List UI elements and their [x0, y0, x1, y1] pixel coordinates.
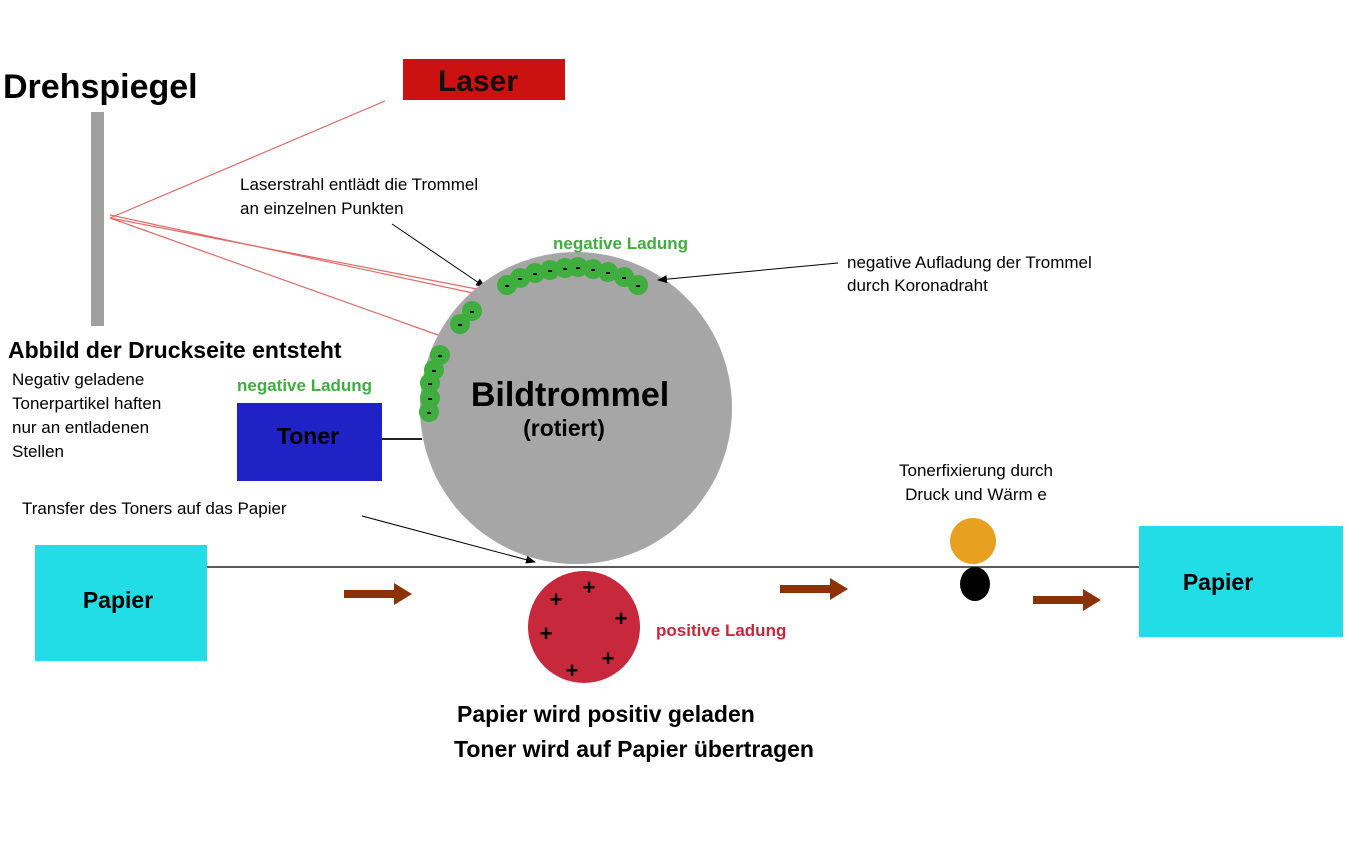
image-forms-label: Abbild der Druckseite entsteht	[8, 337, 342, 363]
toner-label: Toner	[277, 423, 339, 449]
positive-charge-sign: +	[566, 658, 579, 683]
image-drum	[420, 252, 732, 564]
heat-roller	[950, 518, 996, 564]
drum-subtitle: (rotiert)	[523, 415, 605, 441]
toner-note-line4: Stellen	[12, 442, 64, 461]
negative-charge-sign: -	[517, 270, 522, 287]
negative-charge-dot	[598, 262, 618, 282]
negative-charge-dot	[568, 257, 588, 277]
positive-charge-label: positive Ladung	[656, 621, 786, 640]
laser-label: Laser	[438, 65, 518, 98]
negative-charge-sign: -	[532, 265, 537, 282]
positive-charge-signs: ++++++	[540, 575, 628, 683]
paper-right	[1139, 526, 1343, 637]
paper-charged-caption: Papier wird positiv geladen	[457, 701, 755, 727]
negative-charge-dot	[430, 345, 450, 365]
negative-charge-sign: -	[562, 260, 567, 277]
negative-charge-sign: -	[605, 264, 610, 281]
transfer-note-pointer	[361, 515, 536, 564]
negative-charge-sign: -	[457, 316, 462, 333]
negative-charge-sign: -	[621, 269, 626, 286]
laser-beam-incoming	[109, 100, 386, 219]
negative-charge-sign: -	[469, 303, 474, 320]
toner-note-line2: Tonerpartikel haften	[12, 394, 161, 413]
fixing-line1: Tonerfixierung durch	[899, 461, 1053, 480]
positive-charge-sign: +	[615, 606, 628, 631]
laser-note-line1: Laserstrahl entlädt die Trommel	[240, 175, 478, 194]
negative-charge-sign: -	[437, 347, 442, 364]
negative-charge-sign: -	[547, 262, 552, 279]
toner-note-line3: nur an entladenen	[12, 418, 149, 437]
negative-charge-dot	[583, 259, 603, 279]
drum-charging-line1: negative Aufladung der Trommel	[847, 253, 1092, 272]
toner-note-line1: Negativ geladene	[12, 370, 144, 389]
paper-left	[35, 545, 207, 661]
negative-charge-sign: -	[427, 390, 432, 407]
fixing-line2: Druck und Wärm e	[905, 485, 1047, 504]
mirror-title: Drehspiegel	[3, 68, 198, 106]
negative-charge-dot	[450, 314, 470, 334]
negative-charge-dot	[462, 301, 482, 321]
toner-box	[237, 403, 382, 481]
paper-right-label: Papier	[1183, 569, 1253, 595]
negative-charge-sign: -	[504, 277, 509, 294]
drum-title: Bildtrommel	[471, 376, 669, 414]
arrow-1	[344, 583, 412, 605]
negative-charge-dot	[419, 402, 439, 422]
negative-charge-sign: -	[590, 261, 595, 278]
laser-note-pointer	[391, 223, 486, 288]
drum-charging-line2: durch Koronadraht	[847, 276, 988, 295]
paper-left-label: Papier	[83, 587, 153, 613]
negative-charge-sign: -	[575, 259, 580, 276]
laser-beam-1	[109, 217, 488, 292]
negative-charge-dot	[420, 373, 440, 393]
arrow-2	[780, 578, 848, 600]
positive-charge-sign: +	[550, 587, 563, 612]
negative-charge-sign: -	[427, 375, 432, 392]
positive-charge-sign: +	[583, 575, 596, 600]
negative-charge-dots: -----------------	[419, 257, 648, 422]
negative-charge-dot	[540, 260, 560, 280]
negative-charge-toner-label: negative Ladung	[237, 376, 372, 395]
transfer-roller	[528, 571, 640, 683]
laser-beam-2	[109, 214, 488, 297]
positive-charge-sign: +	[602, 646, 615, 671]
positive-charge-sign: +	[540, 621, 553, 646]
toner-transferred-caption: Toner wird auf Papier übertragen	[454, 736, 814, 762]
corona-note-pointer	[657, 262, 839, 284]
negative-charge-dot	[525, 263, 545, 283]
negative-charge-sign: -	[426, 404, 431, 421]
transfer-note: Transfer des Toners auf das Papier	[22, 499, 287, 518]
rotating-mirror	[91, 112, 104, 326]
arrow-3	[1033, 589, 1101, 611]
laser-note-line2: an einzelnen Punkten	[240, 199, 404, 218]
laser-box	[403, 59, 565, 100]
laser-beam-3	[109, 217, 439, 336]
pressure-roller	[960, 567, 990, 601]
negative-charge-sign: -	[431, 362, 436, 379]
direction-arrows	[344, 578, 1101, 611]
laser-beams	[109, 100, 488, 336]
negative-charge-sign: -	[635, 277, 640, 294]
negative-charge-dot	[628, 275, 648, 295]
negative-charge-drum-label: negative Ladung	[553, 234, 688, 253]
